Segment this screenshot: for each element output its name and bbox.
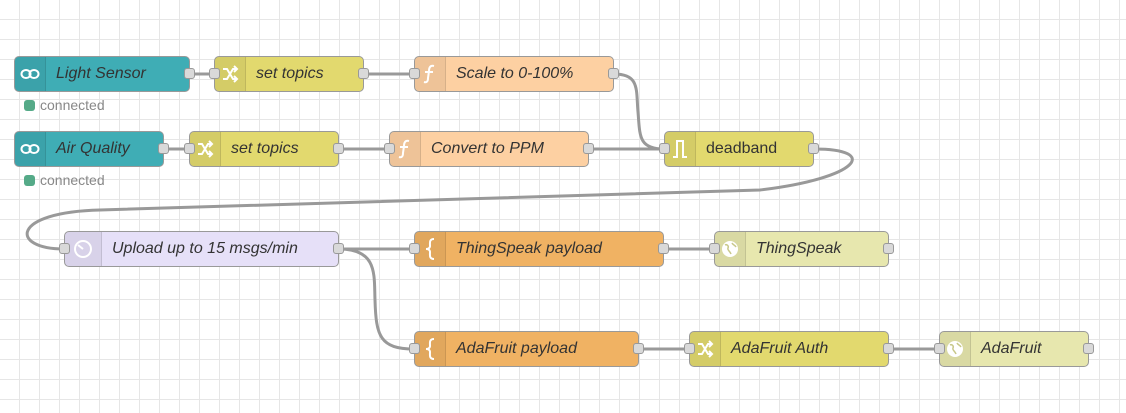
input-port[interactable] [409,68,420,79]
output-port[interactable] [808,143,819,154]
wire-upload-to-af-payload[interactable] [337,247,416,351]
node-label: AdaFruit payload [456,340,577,357]
node-label: Upload up to 15 msgs/min [112,240,298,257]
node-thingspeak[interactable]: ThingSpeak [709,231,894,267]
arduino-icon [15,132,46,166]
node-light-sensor[interactable]: Light Sensor [14,56,195,92]
function-icon [390,132,421,166]
node-label: Convert to PPM [431,140,544,157]
node-scale[interactable]: Scale to 0-100% [409,56,619,92]
output-port[interactable] [608,68,619,79]
timer-icon [65,232,102,266]
wire-scale-to-deadband[interactable] [612,72,666,151]
node-convert[interactable]: Convert to PPM [384,131,594,167]
node-label: ThingSpeak payload [456,240,602,257]
input-port[interactable] [409,243,420,254]
function-icon [415,57,446,91]
arduino-icon [15,57,46,91]
shuffle-icon [190,132,221,166]
template-icon [415,232,446,266]
input-port[interactable] [59,243,70,254]
status-dot [24,174,35,186]
output-port[interactable] [633,343,644,354]
input-port[interactable] [184,143,195,154]
node-label: set topics [231,140,299,157]
shuffle-icon [215,57,246,91]
node-label: Air Quality [56,140,130,157]
node-label: Light Sensor [56,65,146,82]
shuffle-icon [690,332,721,366]
input-port[interactable] [409,343,420,354]
output-port[interactable] [883,243,894,254]
node-label: ThingSpeak [756,240,842,257]
node-set-topics-1[interactable]: set topics [209,56,369,92]
output-port[interactable] [883,343,894,354]
output-port[interactable] [184,68,195,79]
node-upload-delay[interactable]: Upload up to 15 msgs/min [59,231,344,267]
node-thingspeak-payload[interactable]: ThingSpeak payload [409,231,669,267]
input-port[interactable] [209,68,220,79]
status-dot [24,99,35,111]
wire-deadband-to-upload[interactable] [25,147,854,251]
node-set-topics-2[interactable]: set topics [184,131,344,167]
output-port[interactable] [333,243,344,254]
input-port[interactable] [384,143,395,154]
node-adafruit-auth[interactable]: AdaFruit Auth [684,331,894,367]
globe-icon [715,232,746,266]
node-label: Scale to 0-100% [456,65,574,82]
input-port[interactable] [684,343,695,354]
globe-icon [940,332,971,366]
node-adafruit[interactable]: AdaFruit [934,331,1094,367]
node-label: AdaFruit Auth [731,340,829,357]
output-port[interactable] [158,143,169,154]
status-air-quality: connected [24,172,105,188]
rbe-icon [665,132,696,166]
node-air-quality[interactable]: Air Quality [14,131,169,167]
input-port[interactable] [934,343,945,354]
node-deadband[interactable]: deadband [659,131,819,167]
node-label: set topics [256,65,324,82]
template-icon [415,332,446,366]
node-label: AdaFruit [981,340,1042,357]
status-text: connected [40,172,105,188]
output-port[interactable] [583,143,594,154]
output-port[interactable] [358,68,369,79]
input-port[interactable] [659,143,670,154]
node-label: deadband [706,140,778,157]
output-port[interactable] [333,143,344,154]
status-light-sensor: connected [24,97,105,113]
input-port[interactable] [709,243,720,254]
output-port[interactable] [658,243,669,254]
status-text: connected [40,97,105,113]
output-port[interactable] [1083,343,1094,354]
node-adafruit-payload[interactable]: AdaFruit payload [409,331,644,367]
